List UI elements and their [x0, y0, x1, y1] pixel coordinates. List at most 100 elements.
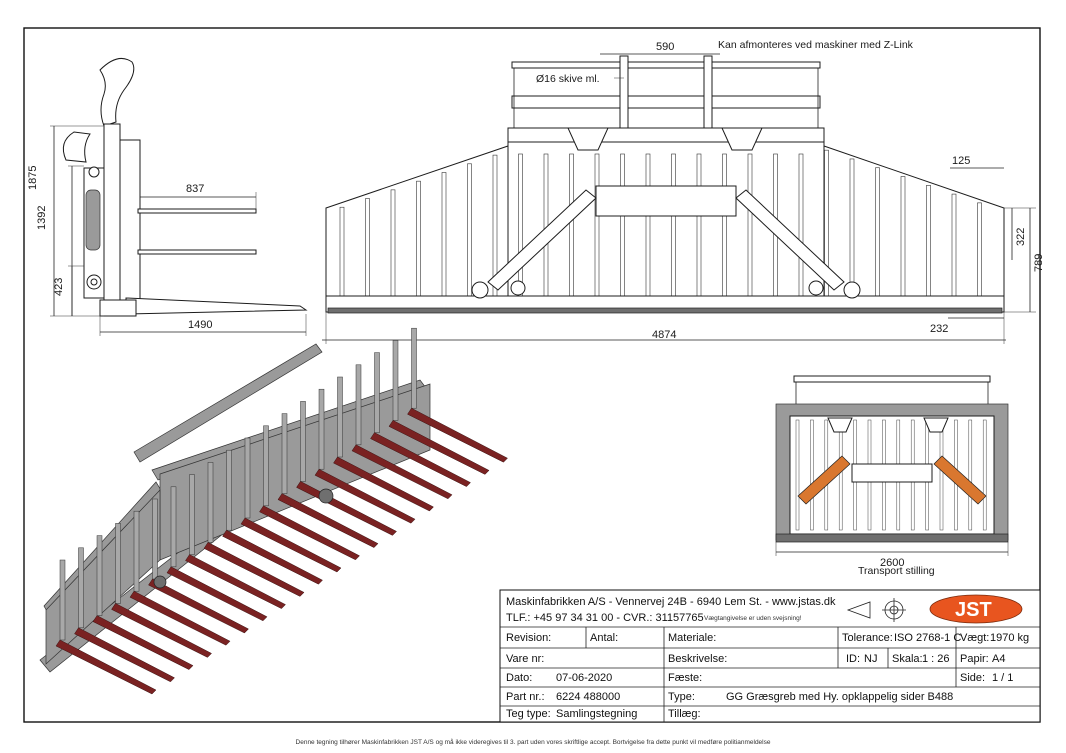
dim-total-height: 789: [1033, 254, 1045, 272]
type-value: GG Græsgreb med Hy. opklappelig sider B4…: [726, 691, 953, 703]
tolerance-label: Tolerance:: [842, 632, 893, 644]
front-bar: [977, 202, 982, 297]
iso-tine: [129, 590, 231, 646]
iso-bar: [281, 413, 288, 494]
tolerance-value: ISO 2768-1 C: [894, 632, 961, 644]
projection-cone-icon: [846, 601, 871, 619]
note-transport: Transport stilling: [858, 565, 935, 577]
date-label: Dato:: [506, 672, 532, 684]
dim-side-frame: 1392: [36, 206, 48, 230]
title-block: [499, 589, 1041, 723]
iso-bar: [263, 425, 269, 507]
front-bar: [900, 176, 906, 297]
iso-bar: [152, 498, 158, 580]
weld-note: Vægtangivelse er uden svejsning!: [704, 615, 802, 622]
iso-tine: [111, 603, 212, 658]
iso-bar: [78, 547, 84, 629]
iso-bar: [392, 340, 399, 421]
iso-tine: [55, 639, 157, 695]
tegtype-value: Samlingstegning: [556, 708, 637, 720]
iso-tine: [185, 554, 286, 609]
iso-tine: [203, 542, 305, 597]
dim-end-width: 125: [952, 155, 970, 167]
side-view: [50, 57, 308, 336]
tegtype-label: Teg type:: [506, 708, 551, 720]
iso-bar: [337, 376, 343, 458]
iso-tine: [166, 566, 268, 622]
front-bar: [467, 163, 472, 297]
iso-bar: [300, 401, 306, 482]
iso-bar: [189, 474, 195, 555]
iso-tine: [74, 627, 175, 683]
front-bar: [416, 180, 421, 297]
dim-top-width: 590: [656, 41, 674, 53]
transport-bar: [838, 419, 843, 531]
partnr-label: Part nr.:: [506, 691, 545, 703]
partnr-value: 6224 488000: [556, 691, 620, 703]
iso-tine: [351, 444, 453, 500]
front-bar: [594, 153, 600, 297]
materiale-label: Materiale:: [668, 632, 716, 644]
iso-bar: [374, 352, 380, 433]
front-bar: [518, 153, 523, 297]
front-bar: [620, 153, 625, 297]
iso-bar: [170, 486, 177, 568]
jst-logo: [929, 594, 1023, 624]
iso-bar: [355, 364, 362, 446]
antal-label: Antal:: [590, 632, 618, 644]
paper-value: A4: [992, 653, 1005, 665]
iso-bar: [59, 559, 66, 641]
iso-tine: [388, 420, 490, 475]
front-bar: [390, 189, 396, 297]
note-disc: Ø16 skive ml.: [536, 73, 600, 85]
dim-tine-length: 1490: [188, 319, 212, 331]
dim-tine-upper: 837: [186, 183, 204, 195]
faeste-label: Fæste:: [668, 672, 702, 684]
iso-bar: [115, 523, 121, 604]
transport-bar: [939, 419, 944, 531]
front-bar: [747, 153, 753, 297]
type-label: Type:: [668, 691, 695, 703]
beskrivelse-label: Beskrivelse:: [668, 653, 727, 665]
iso-tine: [407, 407, 508, 463]
date-value: 07-06-2020: [556, 672, 612, 684]
transport-bar: [968, 419, 973, 531]
front-bar: [926, 185, 931, 297]
revision-label: Revision:: [506, 632, 551, 644]
iso-bar: [411, 327, 417, 409]
iso-bar: [226, 449, 232, 531]
side-label: Side:: [960, 672, 985, 684]
logo-text: JST: [955, 599, 992, 621]
paper-label: Papir:: [960, 653, 989, 665]
dim-transport-width: 2600: [880, 557, 904, 569]
iso-tine: [314, 468, 416, 524]
front-bar: [722, 153, 727, 297]
tillaeg-label: Tillæg:: [668, 708, 701, 720]
iso-tine: [277, 493, 379, 548]
dim-bottom-offset: 232: [930, 323, 948, 335]
varenr-label: Vare nr:: [506, 653, 544, 665]
transport-bar: [810, 419, 814, 531]
iso-tine: [148, 578, 249, 634]
iso-tine: [333, 456, 434, 512]
iso-bar: [244, 437, 251, 519]
id-value: NJ: [864, 653, 877, 665]
iso-bar: [133, 510, 140, 592]
iso-tine: [259, 505, 360, 561]
transport-bar: [795, 419, 800, 531]
scale-label: Skala:: [892, 653, 923, 665]
dim-side-low: 423: [53, 278, 65, 296]
scale-value: 1 : 26: [922, 653, 950, 665]
dim-end-height: 322: [1015, 228, 1027, 246]
iso-bar: [96, 535, 103, 616]
front-bar: [671, 153, 676, 297]
front-bar: [569, 153, 574, 297]
dim-total-width: 4874: [652, 329, 676, 341]
weight-value: 1970 kg: [990, 632, 1029, 644]
front-view: [322, 53, 1036, 344]
iso-bar: [318, 388, 325, 470]
front-bar: [798, 153, 804, 297]
company-line: Maskinfabrikken A/S - Vennervej 24B - 69…: [506, 596, 836, 608]
dim-side-height: 1875: [27, 166, 39, 190]
